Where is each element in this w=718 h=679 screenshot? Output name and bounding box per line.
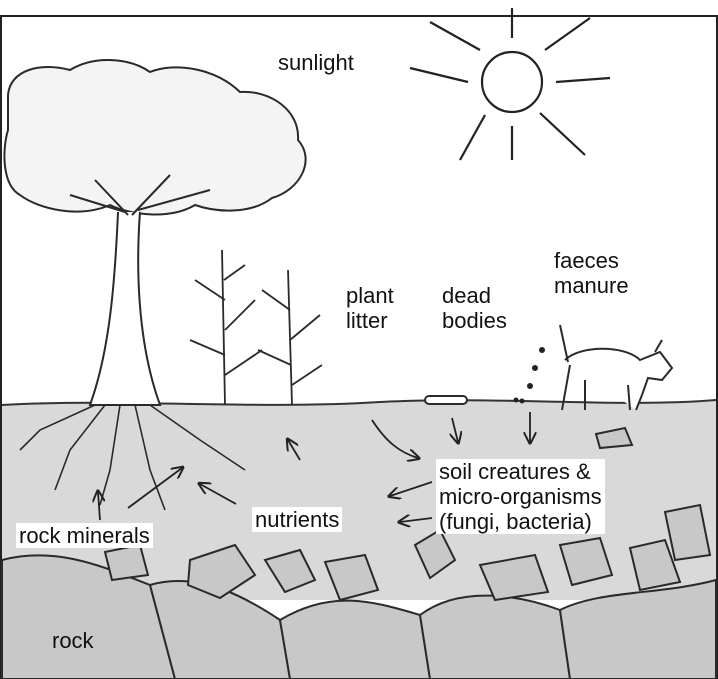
label-sunlight: sunlight [278, 50, 354, 75]
label-rock-minerals: rock minerals [16, 523, 153, 548]
label-dead-bodies-line-1: dead [442, 283, 507, 308]
label-soil-creatures-line-3: (fungi, bacteria) [439, 509, 602, 534]
label-soil-creatures-line-2: micro-organisms [439, 484, 602, 509]
label-plant-litter: plant litter [346, 283, 394, 333]
label-faeces-manure: faeces manure [554, 248, 629, 298]
label-dead-bodies-line-2: bodies [442, 308, 507, 333]
label-faeces-manure-line-1: faeces [554, 248, 629, 273]
label-faeces-manure-line-2: manure [554, 273, 629, 298]
label-plant-litter-line-2: litter [346, 308, 394, 333]
label-soil-creatures-line-1: soil creatures & [439, 459, 602, 484]
label-dead-bodies: dead bodies [442, 283, 507, 333]
bone [425, 396, 467, 404]
label-plant-litter-line-1: plant [346, 283, 394, 308]
label-soil-creatures: soil creatures & micro-organisms (fungi,… [436, 459, 605, 534]
label-nutrients: nutrients [252, 507, 342, 532]
label-rock: rock [52, 628, 94, 653]
